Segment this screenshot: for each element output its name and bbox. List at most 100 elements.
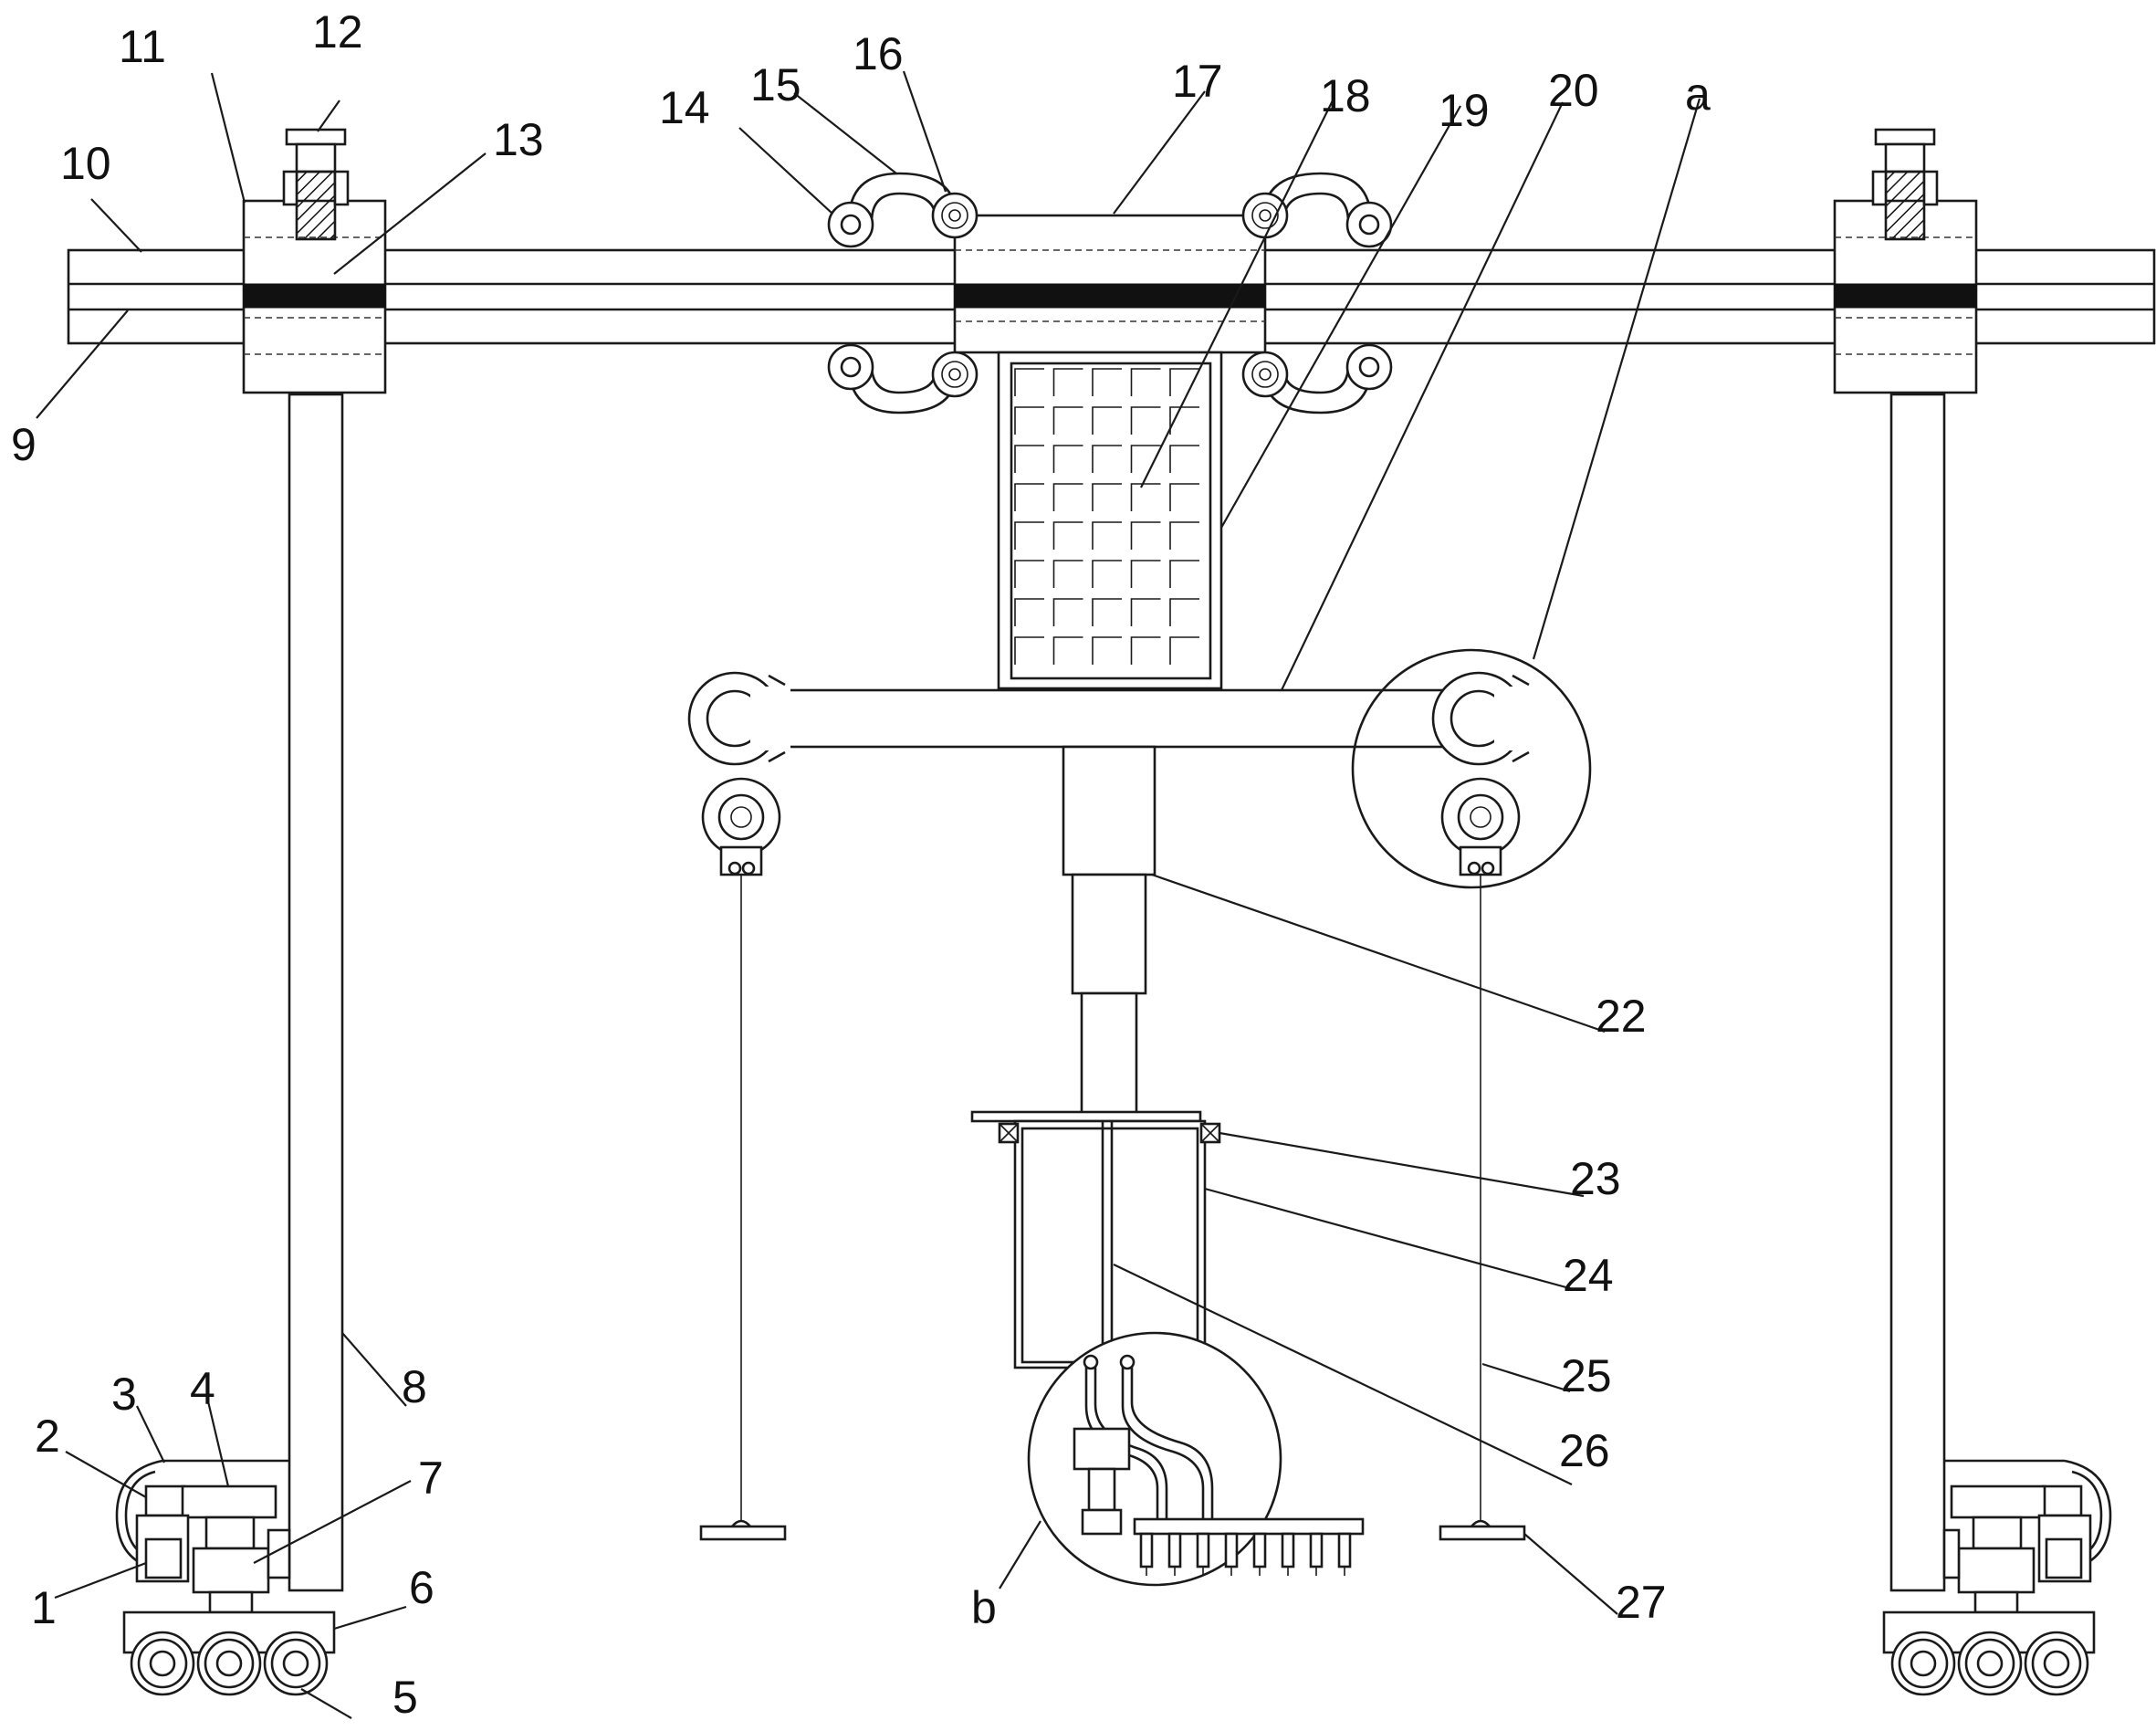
mesh-cell xyxy=(1169,560,1199,588)
callout-14: 14 xyxy=(659,82,710,133)
callout-7: 7 xyxy=(418,1453,444,1504)
lower-right-arm xyxy=(1241,343,1393,414)
detail-circle-b xyxy=(1027,1331,1365,1587)
callout-22: 22 xyxy=(1596,991,1647,1042)
cross-arm xyxy=(738,688,1471,749)
callout-24: 24 xyxy=(1563,1250,1614,1301)
callout-2: 2 xyxy=(35,1411,60,1462)
callout-25: 25 xyxy=(1561,1350,1612,1401)
callout-18: 18 xyxy=(1320,70,1371,121)
callout-19: 19 xyxy=(1439,85,1490,136)
left-clamp-bolt xyxy=(282,128,350,241)
mesh-cell xyxy=(1052,521,1083,550)
mesh-cell xyxy=(1092,368,1122,396)
telescopic-cylinder xyxy=(1062,745,1156,1116)
mesh-cell xyxy=(1130,598,1161,626)
right-drive xyxy=(1882,1459,2112,1696)
mesh-cell xyxy=(1130,406,1161,435)
tank xyxy=(970,1110,1207,1369)
nozzle xyxy=(1196,1532,1210,1568)
callout-11: 11 xyxy=(119,21,166,72)
callout-4: 4 xyxy=(190,1363,215,1414)
nozzle xyxy=(1309,1532,1324,1568)
right-pulley xyxy=(1440,777,1521,876)
mesh-cell xyxy=(1014,483,1044,511)
mesh-cell xyxy=(1169,521,1199,550)
mesh-cell xyxy=(1130,636,1161,665)
mesh-cell xyxy=(1052,636,1083,665)
nozzle xyxy=(1252,1532,1267,1568)
mesh-cell xyxy=(1169,598,1199,626)
right-column xyxy=(1889,393,1946,1592)
mesh-cell xyxy=(1014,406,1044,435)
left-weight-plate xyxy=(699,1519,787,1541)
mesh-cell xyxy=(1092,483,1122,511)
mesh-cell xyxy=(1052,368,1083,396)
left-bearing xyxy=(998,1122,1020,1144)
mesh-cell xyxy=(1092,445,1122,473)
mesh-cell xyxy=(1092,406,1122,435)
callout-27: 27 xyxy=(1616,1577,1667,1628)
mesh-cell xyxy=(1014,521,1044,550)
leader-lines xyxy=(36,70,1701,1719)
mesh-cell xyxy=(1014,445,1044,473)
mesh-cell xyxy=(1169,636,1199,665)
callout-15: 15 xyxy=(750,59,801,110)
callout-17: 17 xyxy=(1172,56,1223,107)
callout-10: 10 xyxy=(60,138,111,189)
right-collar xyxy=(1833,199,1978,394)
mesh-cell xyxy=(1052,598,1083,626)
left-column xyxy=(288,393,344,1592)
right-arm-ring xyxy=(1431,671,1534,766)
right-weight-plate xyxy=(1439,1519,1526,1541)
mesh-cell xyxy=(1052,483,1083,511)
mesh-cell xyxy=(1014,560,1044,588)
nozzle xyxy=(1139,1532,1154,1568)
mesh-cell xyxy=(1169,445,1199,473)
trolley xyxy=(953,214,1267,354)
mesh-cell xyxy=(1169,406,1199,435)
mesh-cell xyxy=(1092,598,1122,626)
mesh-cell xyxy=(1130,560,1161,588)
callout-13: 13 xyxy=(493,114,544,165)
mesh-cell xyxy=(1130,521,1161,550)
callout-20: 20 xyxy=(1548,65,1599,116)
callout-12: 12 xyxy=(312,6,363,58)
left-drive xyxy=(115,1459,336,1696)
right-bearing xyxy=(1199,1122,1221,1144)
callout-9: 9 xyxy=(11,419,37,470)
mesh-cell xyxy=(1130,445,1161,473)
mesh-cell xyxy=(1052,560,1083,588)
callout-6: 6 xyxy=(409,1562,434,1613)
left-arm-ring xyxy=(687,671,790,766)
mesh-cell xyxy=(1052,406,1083,435)
left-pulley xyxy=(701,777,781,876)
mesh-panel xyxy=(997,351,1223,690)
mesh-cell xyxy=(1052,445,1083,473)
callout-5: 5 xyxy=(392,1672,418,1723)
mesh-cell xyxy=(1169,483,1199,511)
nozzle xyxy=(1281,1532,1295,1568)
mesh-cell xyxy=(1092,521,1122,550)
callout-16: 16 xyxy=(853,28,904,79)
callout-26: 26 xyxy=(1559,1425,1610,1476)
callout-3: 3 xyxy=(111,1369,137,1420)
lower-left-arm xyxy=(827,343,979,414)
callout-23: 23 xyxy=(1570,1153,1621,1204)
nozzle xyxy=(1224,1532,1239,1568)
nozzle xyxy=(1337,1532,1352,1568)
mesh-cell xyxy=(1014,368,1044,396)
callout-8: 8 xyxy=(402,1361,427,1412)
detail-circle-a xyxy=(1351,648,1592,889)
right-clamp-bolt xyxy=(1871,128,1939,241)
mesh-cell xyxy=(1130,368,1161,396)
callout-a: a xyxy=(1685,68,1711,120)
mesh-cell xyxy=(1014,598,1044,626)
callout-labels: 1 2 3 4 5 6 7 8 9 10 11 12 13 14 15 16 1… xyxy=(11,6,1711,1723)
mesh-cell xyxy=(1092,560,1122,588)
mesh-cell xyxy=(1130,483,1161,511)
mesh-cell xyxy=(1169,368,1199,396)
mesh-cell xyxy=(1092,636,1122,665)
